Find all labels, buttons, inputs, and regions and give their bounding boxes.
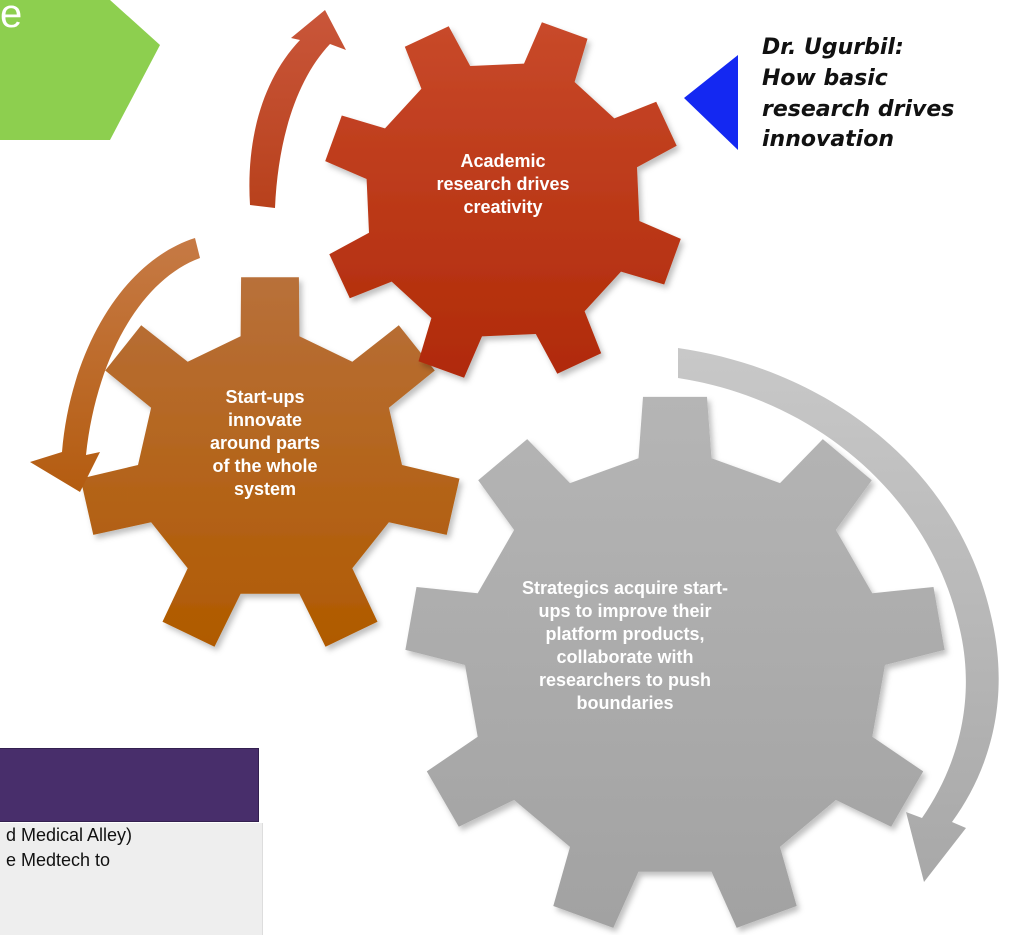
gear-label-line: ups to improve their [538, 601, 712, 622]
quote-line: How basic [762, 65, 888, 91]
startups-gear [80, 277, 460, 647]
academic-cycle-arrow [249, 10, 346, 208]
gray-box-line: e Medtech to [6, 850, 111, 871]
gear-label-line: creativity [463, 197, 543, 218]
speaker-pointer-icon [684, 55, 738, 150]
strategics-cycle-arrow [678, 348, 999, 882]
gear-label-line: Strategics acquire start- [521, 578, 729, 598]
gray-box-line: d Medical Alley) [6, 825, 133, 845]
startups-gear-label: Start-ups innovate around parts of the w… [190, 386, 340, 501]
green-tab-text: e [0, 0, 23, 36]
gear-label-line: researchers to push [538, 670, 712, 691]
strategics-gear-label: Strategics acquire start- ups to improve… [500, 577, 750, 715]
gear-label-line: system [233, 479, 297, 500]
gear-label-line: Start-ups [225, 387, 305, 407]
gray-text-box: d Medical Alley) e Medtech to [0, 823, 263, 935]
quote-line: research drives [762, 96, 955, 122]
gear-label-line: research drives [436, 174, 570, 195]
gear-label-line: Academic [460, 151, 546, 171]
strategics-gear [405, 396, 945, 928]
gear-label-line: boundaries [576, 693, 674, 714]
gear-label-line: platform products, [545, 624, 705, 645]
gear-label-line: innovate [227, 410, 302, 431]
green-tab-shape [0, 0, 160, 140]
academic-gear-label: Academic research drives creativity [398, 150, 608, 219]
quote-line: innovation [762, 127, 894, 153]
gear-label-line: collaborate with [556, 647, 694, 668]
quote-line: Dr. Ugurbil: [762, 35, 904, 60]
academic-gear [325, 22, 681, 378]
gear-label-line: of the whole [212, 456, 318, 477]
gear-label-line: around parts [209, 433, 320, 454]
startups-cycle-arrow [30, 238, 200, 492]
purple-header-box [0, 748, 259, 822]
speaker-quote: Dr. Ugurbil: How basic research drives i… [762, 33, 1027, 156]
